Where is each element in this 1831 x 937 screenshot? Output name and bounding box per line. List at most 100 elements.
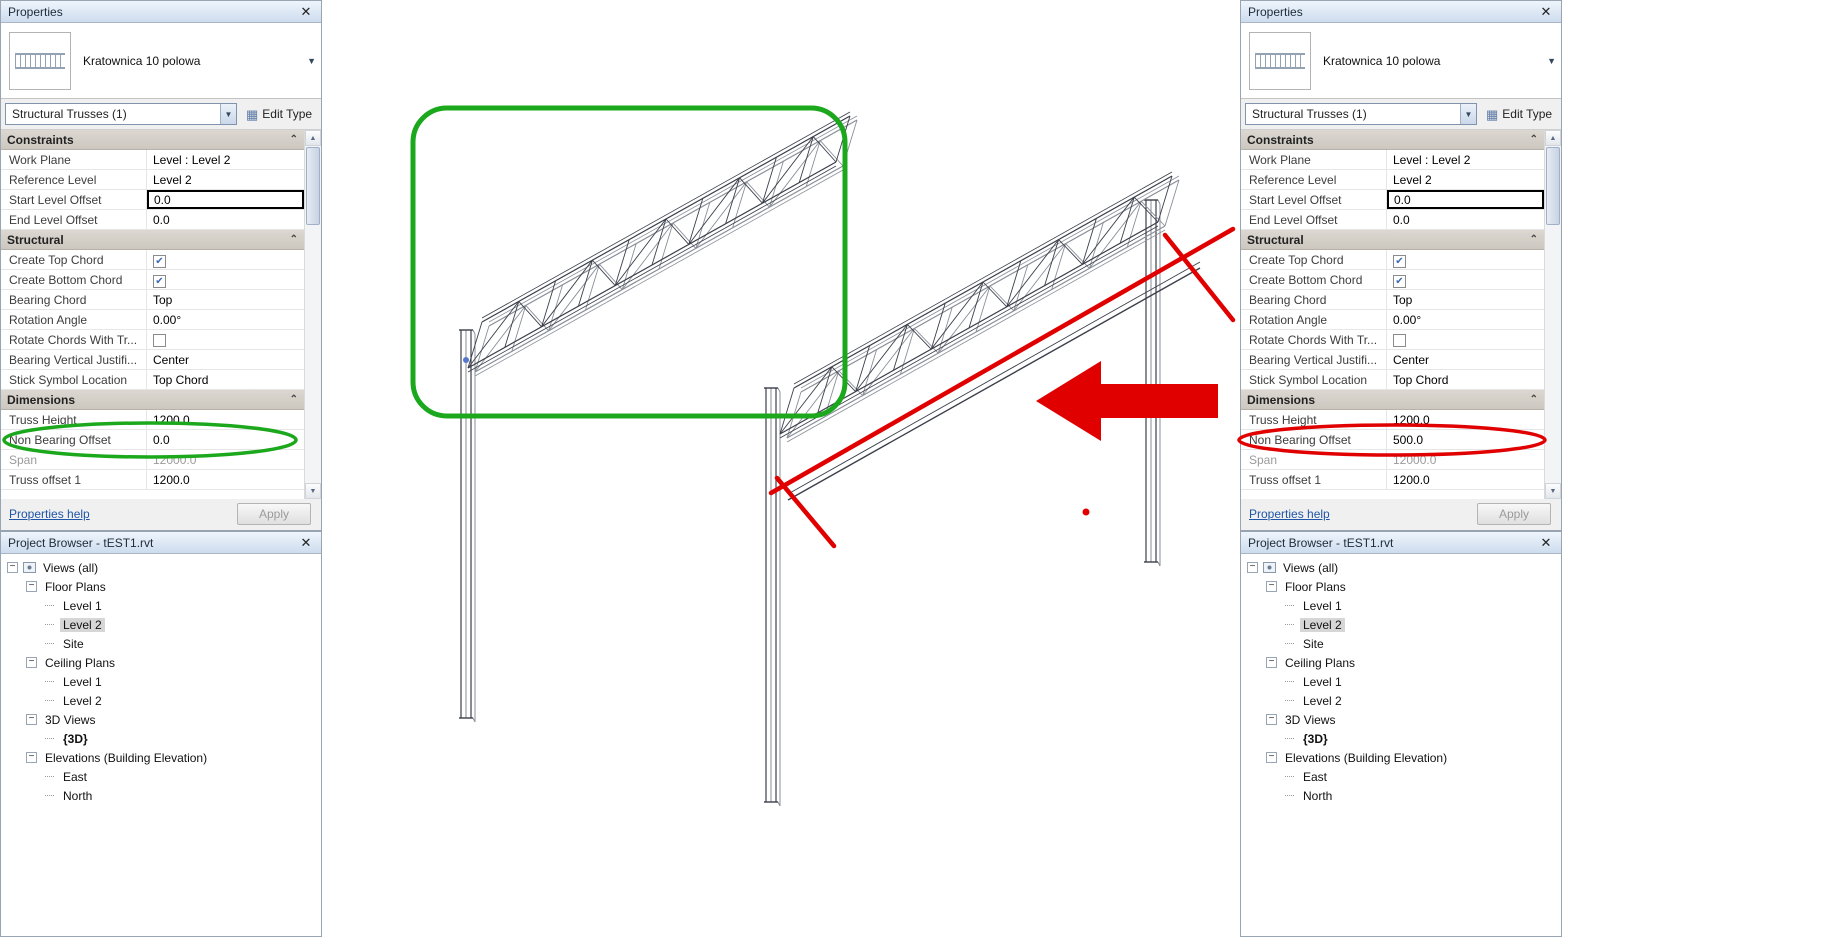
collapse-icon[interactable]: ⌃ — [1529, 234, 1538, 245]
category-filter-combobox[interactable]: Structural Trusses (1) ▼ — [1245, 103, 1477, 125]
tree-item[interactable]: Level 1 — [1241, 596, 1561, 615]
type-selector[interactable]: Kratownica 10 polowa ▼ — [1, 23, 321, 99]
property-value[interactable]: Top — [153, 293, 173, 307]
property-section-header[interactable]: Dimensions⌃ — [1241, 390, 1544, 410]
close-icon[interactable]: ✕ — [300, 534, 312, 550]
tree-item[interactable]: North — [1241, 786, 1561, 805]
close-icon[interactable]: ✕ — [1540, 3, 1552, 19]
property-section-header[interactable]: Structural⌃ — [1, 230, 304, 250]
tree-item[interactable]: Site — [1, 634, 321, 653]
tree-expander-icon[interactable]: − — [26, 752, 37, 763]
property-value[interactable]: 0.0 — [147, 190, 304, 209]
checkbox[interactable]: ✔ — [1393, 275, 1406, 288]
checkbox[interactable] — [153, 334, 166, 347]
chevron-down-icon[interactable]: ▼ — [1547, 55, 1556, 66]
property-value[interactable]: 12000.0 — [153, 453, 197, 467]
property-value[interactable]: Level 2 — [1393, 173, 1432, 187]
tree-expander-icon[interactable]: − — [1266, 581, 1277, 592]
property-section-header[interactable]: Structural⌃ — [1241, 230, 1544, 250]
property-section-header[interactable]: Dimensions⌃ — [1, 390, 304, 410]
property-value[interactable]: Level 2 — [153, 173, 192, 187]
property-value[interactable]: Center — [153, 353, 190, 367]
tree-item[interactable]: Level 2 — [1241, 691, 1561, 710]
panel-header[interactable]: Project Browser - tEST1.rvt ✕ — [1, 532, 321, 554]
tree-item[interactable]: −3D Views — [1241, 710, 1561, 729]
property-value[interactable]: Level : Level 2 — [1393, 153, 1471, 167]
apply-button[interactable]: Apply — [237, 503, 311, 525]
tree-item[interactable]: Level 2 — [1, 615, 321, 634]
tree-item[interactable]: Site — [1241, 634, 1561, 653]
tree-item[interactable]: −Ceiling Plans — [1241, 653, 1561, 672]
chevron-down-icon[interactable]: ▼ — [307, 55, 316, 66]
property-value[interactable]: Top Chord — [1393, 373, 1449, 387]
tree-item[interactable]: −Floor Plans — [1, 577, 321, 596]
tree-item[interactable]: East — [1, 767, 321, 786]
tree-expander-icon[interactable]: − — [1266, 657, 1277, 668]
tree-item[interactable]: −Elevations (Building Elevation) — [1, 748, 321, 767]
panel-header[interactable]: Properties ✕ — [1241, 1, 1561, 23]
tree-item[interactable]: −Floor Plans — [1241, 577, 1561, 596]
tree-item[interactable]: −Views (all) — [1, 558, 321, 577]
property-section-header[interactable]: Constraints⌃ — [1241, 130, 1544, 150]
tree-expander-icon[interactable]: − — [26, 714, 37, 725]
panel-header[interactable]: Project Browser - tEST1.rvt ✕ — [1241, 532, 1561, 554]
tree-item[interactable]: Level 2 — [1, 691, 321, 710]
close-icon[interactable]: ✕ — [300, 3, 312, 19]
collapse-icon[interactable]: ⌃ — [289, 134, 298, 145]
property-value[interactable]: Center — [1393, 353, 1430, 367]
property-value[interactable]: 0.0 — [1387, 190, 1544, 209]
scrollbar-thumb[interactable] — [306, 147, 320, 225]
property-value[interactable]: 0.00° — [153, 313, 182, 327]
chevron-down-icon[interactable]: ▼ — [1460, 104, 1476, 124]
collapse-icon[interactable]: ⌃ — [289, 234, 298, 245]
property-value[interactable]: ✔ — [1387, 270, 1544, 289]
tree-item[interactable]: Level 1 — [1241, 672, 1561, 691]
edit-type-button[interactable]: ▦ Edit Type — [1482, 105, 1556, 123]
tree-item[interactable]: −3D Views — [1, 710, 321, 729]
collapse-icon[interactable]: ⌃ — [289, 394, 298, 405]
close-icon[interactable]: ✕ — [1540, 534, 1552, 550]
properties-help-link[interactable]: Properties help — [1249, 507, 1330, 521]
property-value[interactable]: Top Chord — [153, 373, 209, 387]
tree-expander-icon[interactable]: − — [1266, 752, 1277, 763]
tree-item[interactable]: Level 2 — [1241, 615, 1561, 634]
tree-item[interactable]: Level 1 — [1, 596, 321, 615]
property-value[interactable]: 500.0 — [1393, 433, 1424, 447]
panel-header[interactable]: Properties ✕ — [1, 1, 321, 23]
property-value[interactable]: 0.00° — [1393, 313, 1422, 327]
scroll-up-icon[interactable]: ▲ — [1545, 130, 1561, 146]
scrollbar[interactable]: ▲ ▼ — [304, 130, 321, 499]
properties-help-link[interactable]: Properties help — [9, 507, 90, 521]
scroll-down-icon[interactable]: ▼ — [305, 483, 321, 499]
property-value[interactable]: 1200.0 — [1393, 413, 1430, 427]
property-value[interactable]: Level : Level 2 — [153, 153, 231, 167]
property-section-header[interactable]: Constraints⌃ — [1, 130, 304, 150]
checkbox[interactable] — [1393, 334, 1406, 347]
tree-expander-icon[interactable]: − — [1247, 562, 1258, 573]
property-value[interactable]: ✔ — [147, 270, 304, 289]
collapse-icon[interactable]: ⌃ — [1529, 134, 1538, 145]
scroll-down-icon[interactable]: ▼ — [1545, 483, 1561, 499]
tree-expander-icon[interactable]: − — [1266, 714, 1277, 725]
tree-item[interactable]: North — [1, 786, 321, 805]
tree-item[interactable]: −Elevations (Building Elevation) — [1241, 748, 1561, 767]
chevron-down-icon[interactable]: ▼ — [220, 104, 236, 124]
property-value[interactable]: 0.0 — [153, 213, 170, 227]
scrollbar[interactable]: ▲ ▼ — [1544, 130, 1561, 499]
type-selector[interactable]: Kratownica 10 polowa ▼ — [1241, 23, 1561, 99]
tree-item[interactable]: {3D} — [1, 729, 321, 748]
tree-expander-icon[interactable]: − — [26, 657, 37, 668]
scrollbar-thumb[interactable] — [1546, 147, 1560, 225]
category-filter-combobox[interactable]: Structural Trusses (1) ▼ — [5, 103, 237, 125]
tree-expander-icon[interactable]: − — [7, 562, 18, 573]
property-value[interactable]: Top — [1393, 293, 1413, 307]
property-value[interactable]: 1200.0 — [153, 473, 190, 487]
property-value[interactable] — [147, 330, 304, 349]
tree-expander-icon[interactable]: − — [26, 581, 37, 592]
property-value[interactable]: 0.0 — [153, 433, 170, 447]
property-value[interactable]: 1200.0 — [1393, 473, 1430, 487]
collapse-icon[interactable]: ⌃ — [1529, 394, 1538, 405]
property-value[interactable]: 0.0 — [1393, 213, 1410, 227]
property-value[interactable]: 1200.0 — [153, 413, 190, 427]
checkbox[interactable]: ✔ — [153, 275, 166, 288]
